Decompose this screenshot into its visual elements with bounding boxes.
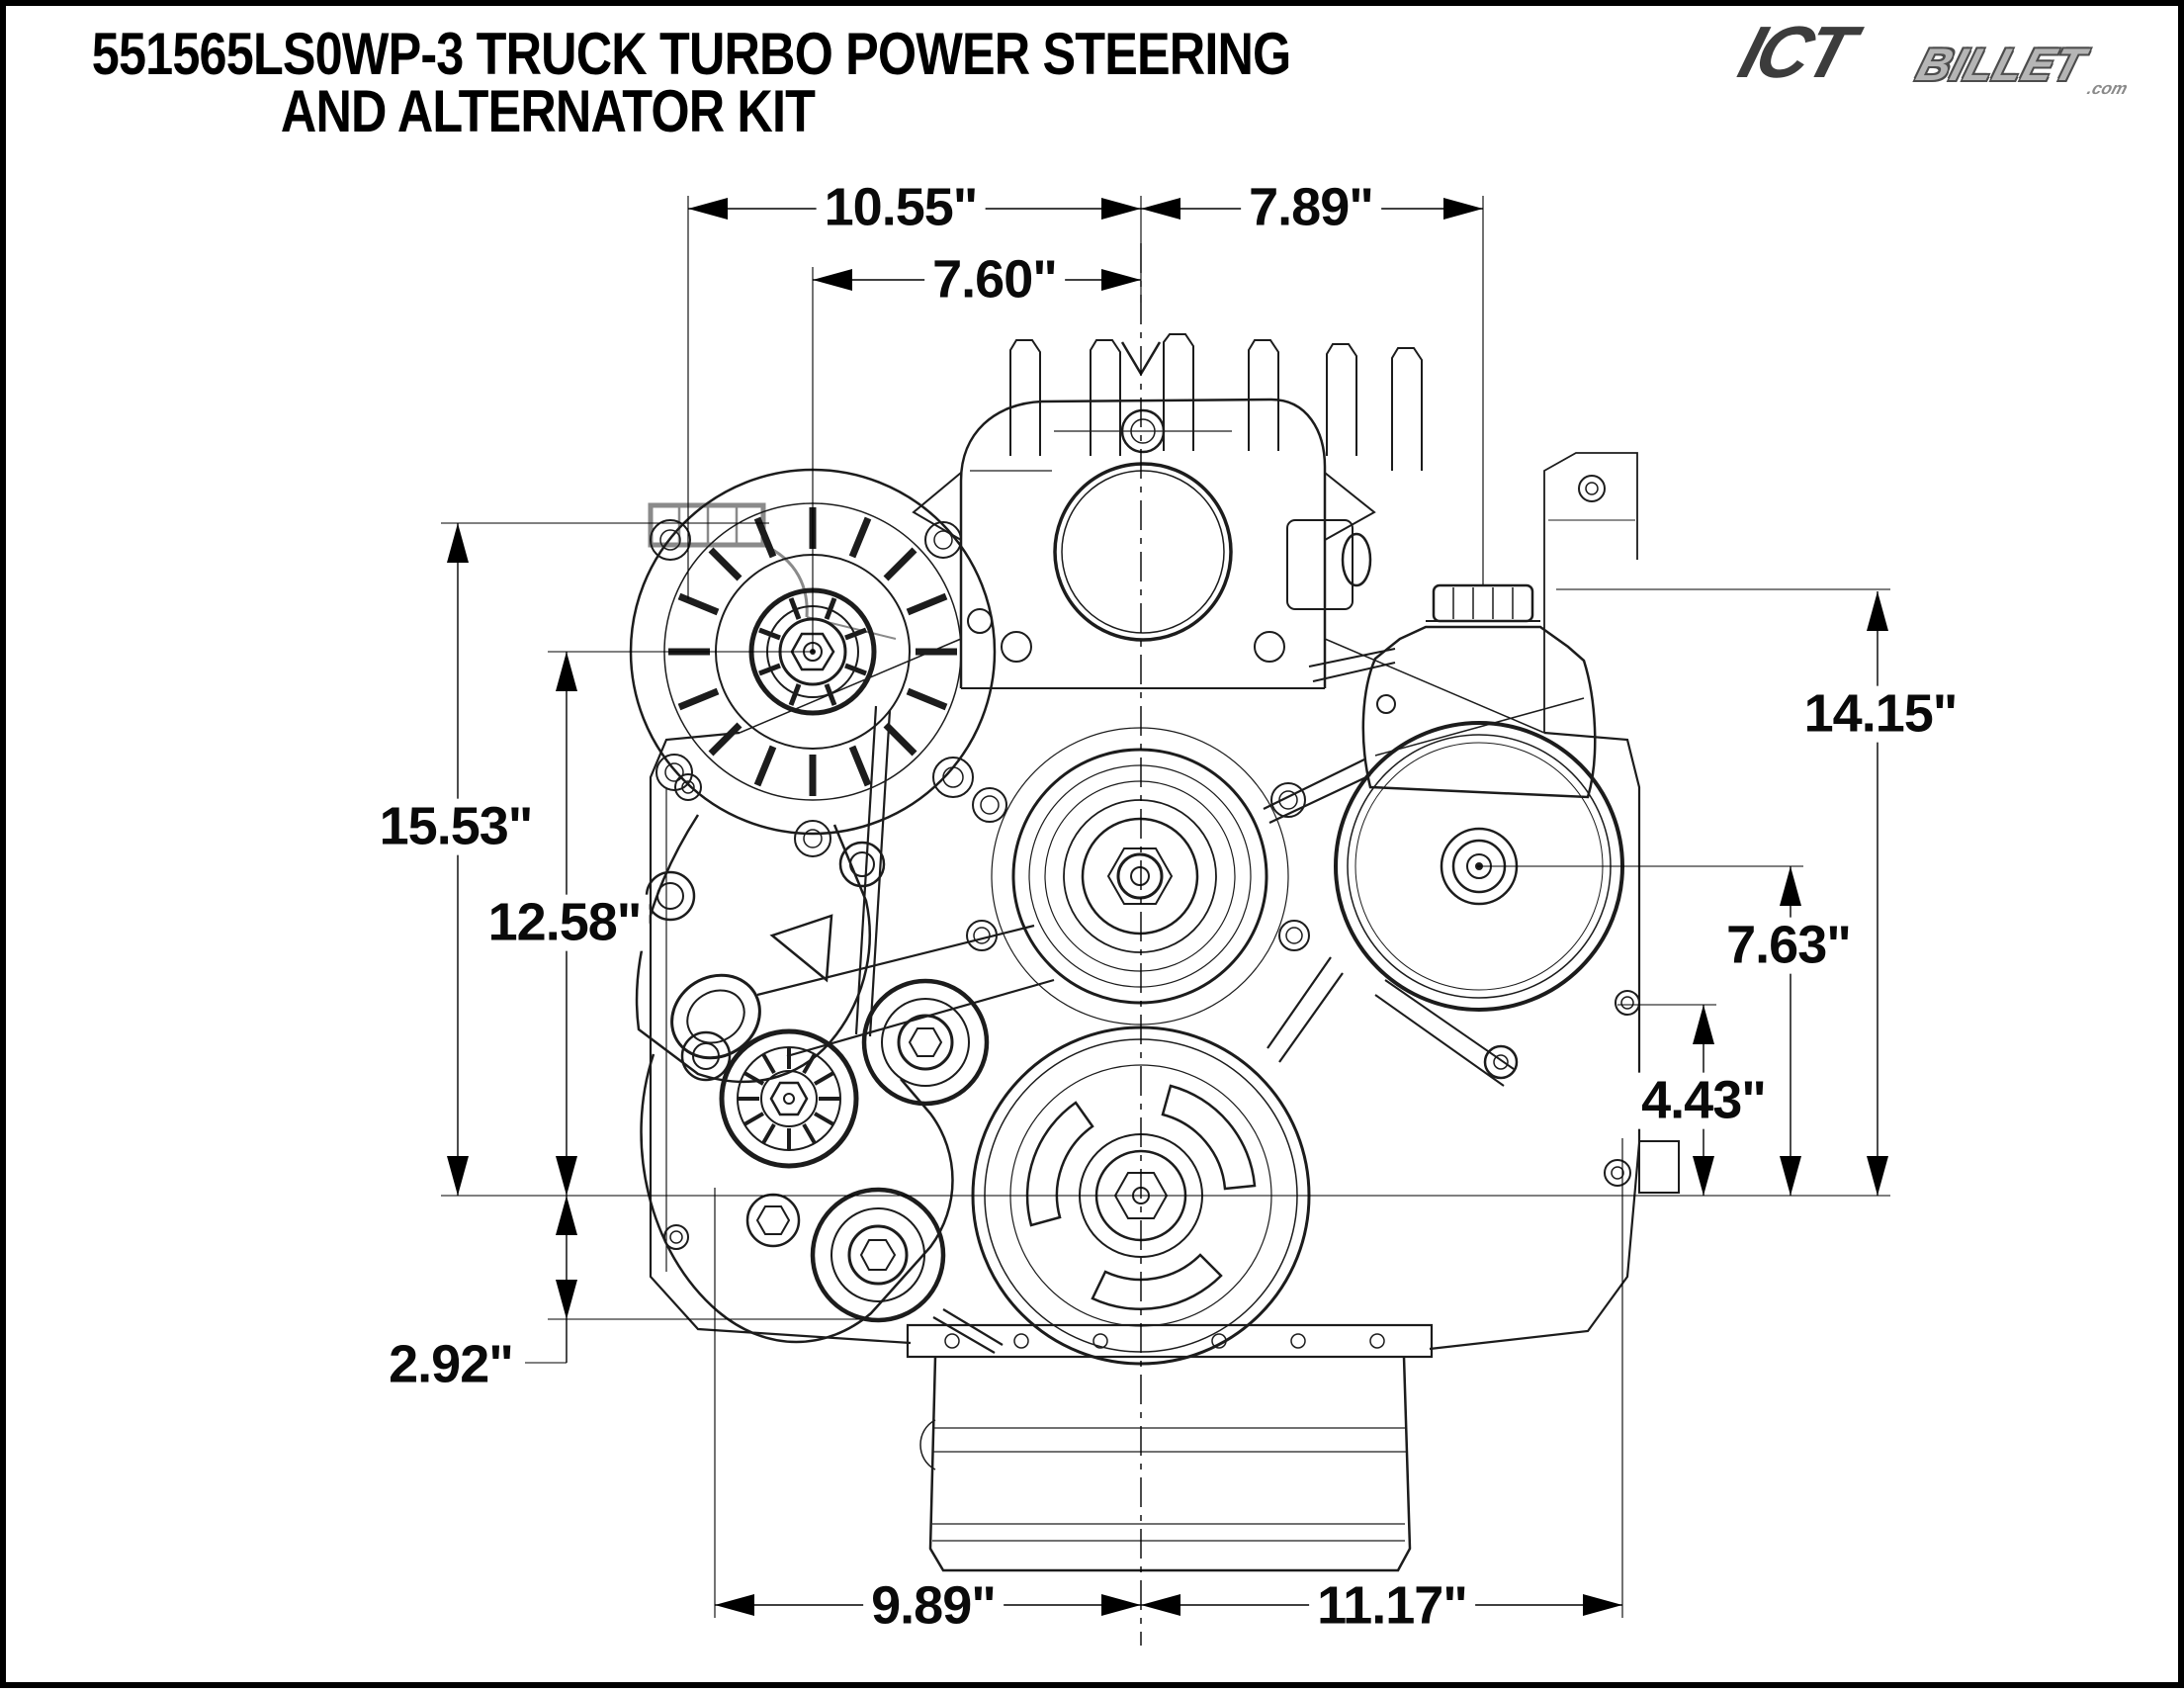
dimension-lines xyxy=(441,196,1890,1618)
ps-pump-bracket xyxy=(1374,979,1519,1087)
intake-manifold xyxy=(912,333,1423,689)
throttle-body xyxy=(1053,408,1233,642)
dim-label-4-43: 4.43" xyxy=(1633,1072,1774,1129)
dim-label-2-92: 2.92" xyxy=(381,1336,521,1393)
dim-label-11-17: 11.17" xyxy=(1309,1577,1475,1635)
engine-front-view-drawing xyxy=(441,196,1890,1646)
dim-label-7-89: 7.89" xyxy=(1241,179,1381,236)
drawing-title-line2: AND ALTERNATOR KIT xyxy=(280,78,816,144)
dim-label-9-89: 9.89" xyxy=(863,1577,1004,1635)
serpentine-belt xyxy=(854,705,1371,1354)
belt-tensioner xyxy=(640,1028,954,1344)
engine-block-outline xyxy=(649,452,1680,1351)
dim-label-15-53: 15.53" xyxy=(371,798,541,855)
dim-label-7-60: 7.60" xyxy=(924,251,1065,309)
idler-pulley-upper xyxy=(861,978,990,1107)
dim-label-14-15: 14.15" xyxy=(1795,685,1966,743)
dim-label-7-63: 7.63" xyxy=(1718,917,1859,974)
alternator-bracket xyxy=(635,814,886,1083)
dim-label-12-58: 12.58" xyxy=(480,894,650,951)
ps-reservoir xyxy=(1308,583,1597,799)
idler-pulley-lower xyxy=(810,1187,946,1323)
centerline xyxy=(441,243,1890,1646)
dim-label-10-55: 10.55" xyxy=(816,179,986,236)
water-pump-pulley xyxy=(1011,748,1268,1005)
dimension-arrows xyxy=(447,198,1888,1616)
oil-pan xyxy=(906,1323,1434,1572)
